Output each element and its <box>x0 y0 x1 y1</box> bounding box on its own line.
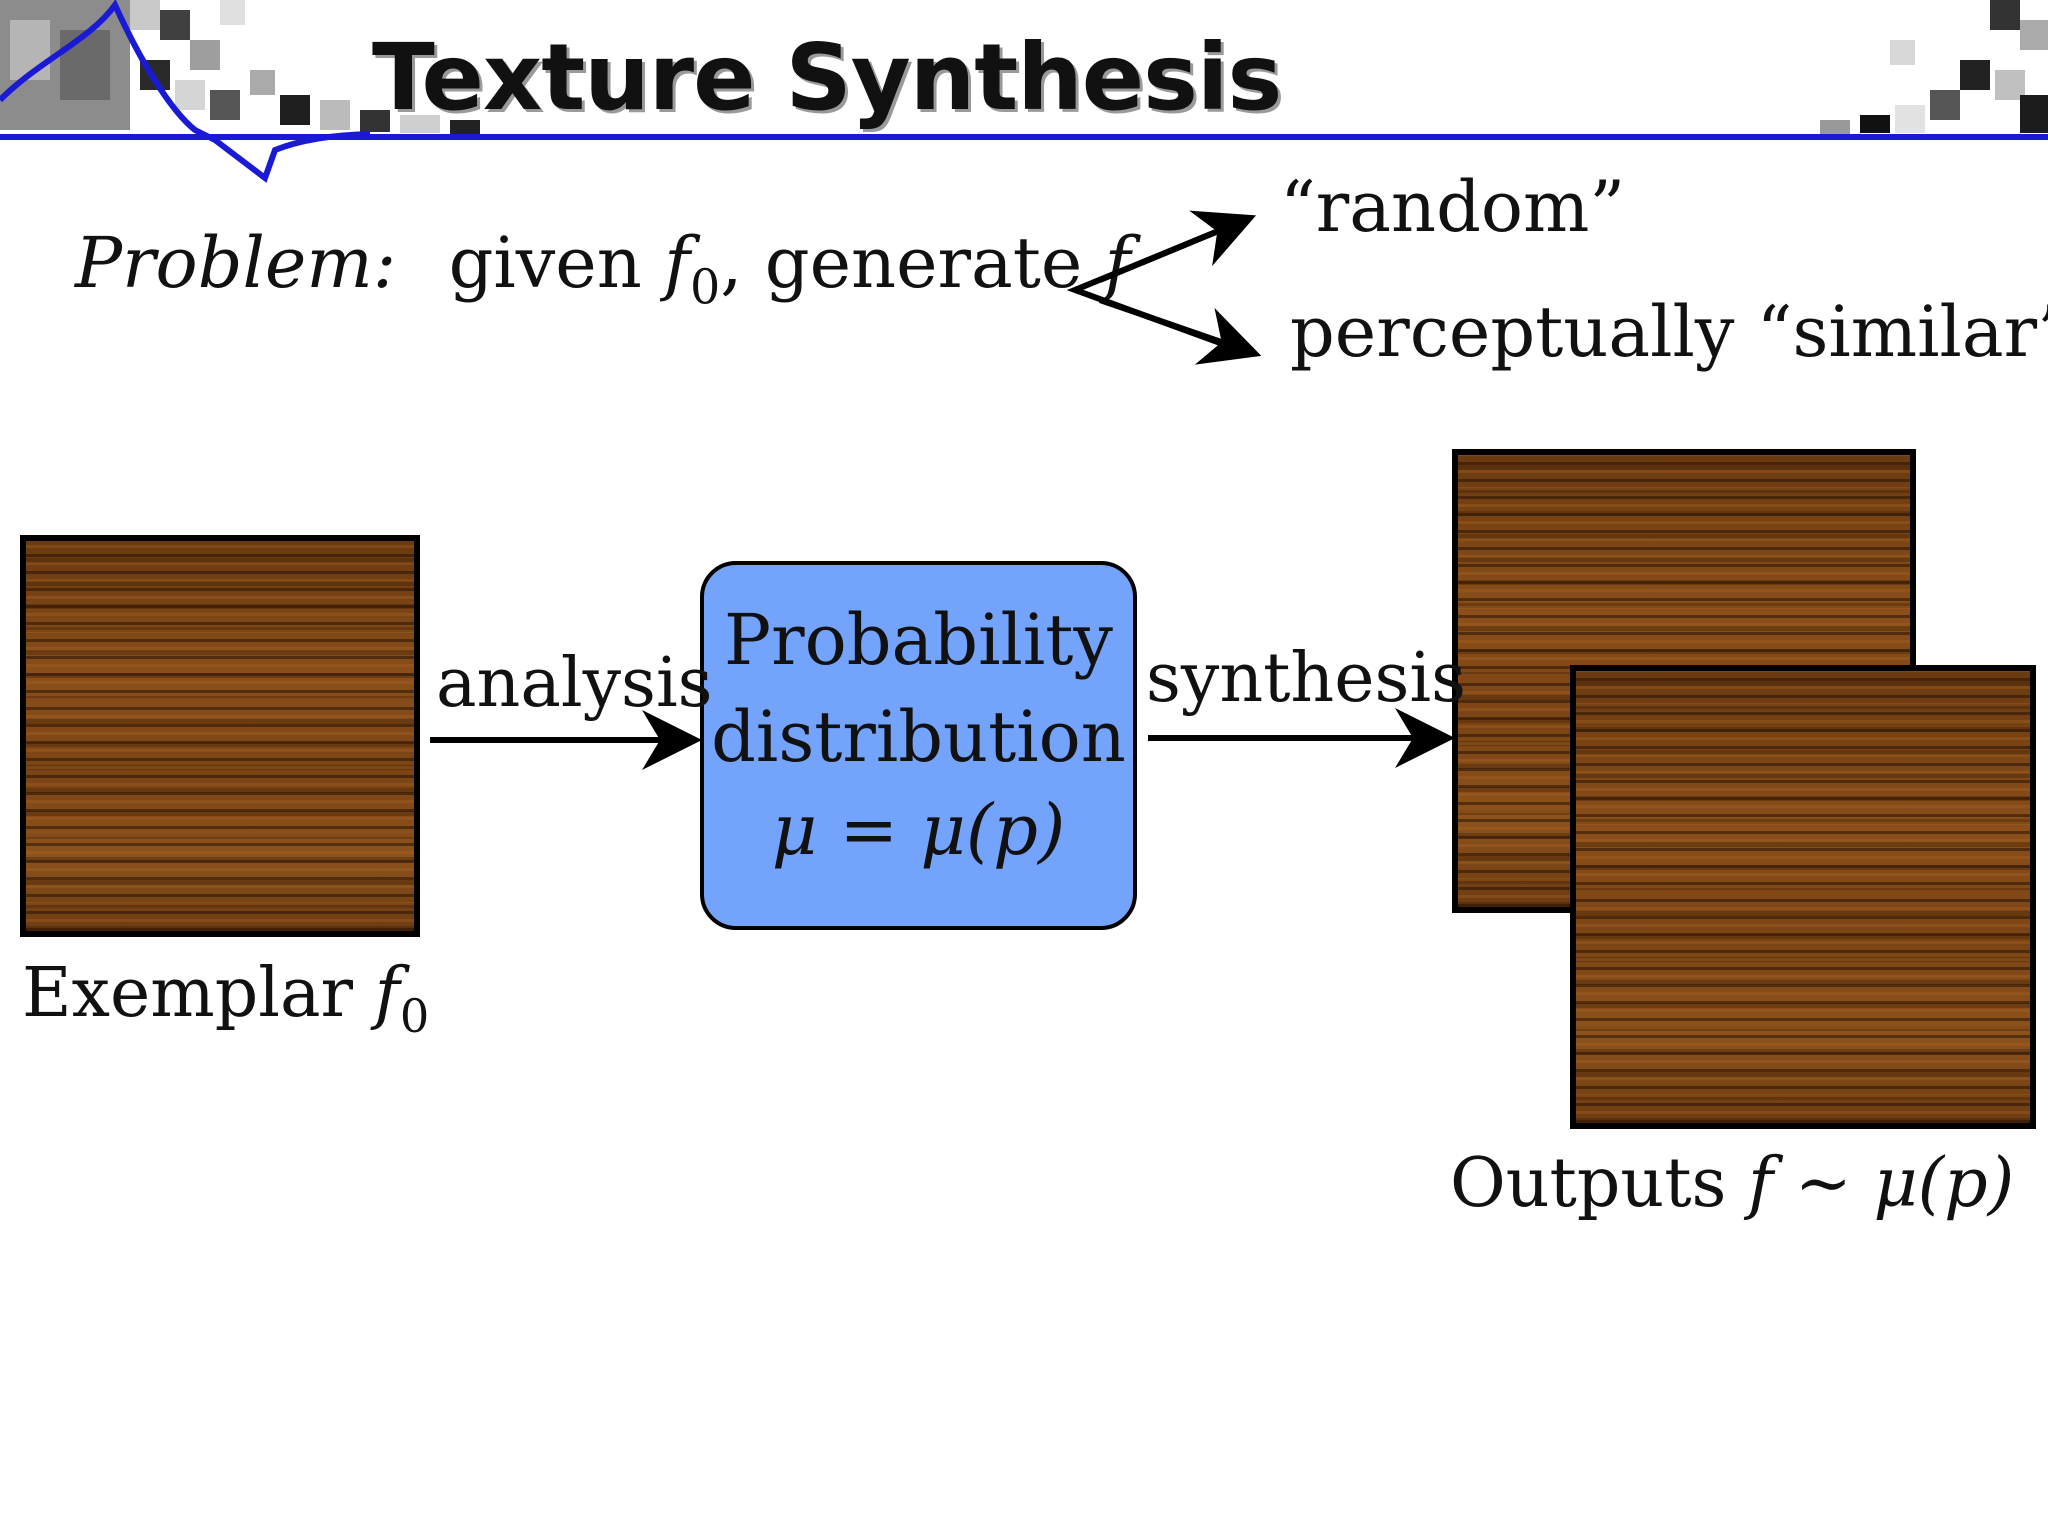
title-underline <box>0 134 2048 140</box>
branch-arrows <box>1066 217 1247 355</box>
box-line-distribution: distribution <box>711 696 1126 778</box>
problem-f0: f0 <box>664 222 721 316</box>
page-title: Texture Synthesis <box>372 24 1282 131</box>
analysis-label: analysis <box>436 644 713 723</box>
problem-f: f <box>1104 222 1131 304</box>
option-similar: perceptually “similar” <box>1290 291 2048 373</box>
option-random: “random” <box>1280 166 1626 248</box>
blue-curve <box>0 0 371 183</box>
output-texture-2 <box>1570 665 2036 1129</box>
exemplar-texture <box>20 535 420 937</box>
problem-lead: Problem: <box>75 222 397 304</box>
problem-generate: , generate <box>720 222 1083 304</box>
exemplar-caption: Exemplar f0 <box>22 954 430 1044</box>
right-mosaic <box>1820 0 2048 134</box>
problem-given: given <box>448 222 642 304</box>
box-line-probability: Probability <box>724 599 1113 681</box>
problem-statement: Problem: given f0, generate f <box>75 228 1130 312</box>
box-line-formula: μ = μ(p) <box>771 789 1066 871</box>
arrow-to-similar <box>1099 297 1262 365</box>
probability-distribution-box: Probability distribution μ = μ(p) <box>700 561 1137 930</box>
outputs-caption: Outputs f ∼ μ(p) <box>1450 1144 2015 1223</box>
header-mosaic-decoration <box>0 0 2048 183</box>
arrow-to-random <box>1098 210 1257 283</box>
synthesis-label: synthesis <box>1146 639 1467 718</box>
